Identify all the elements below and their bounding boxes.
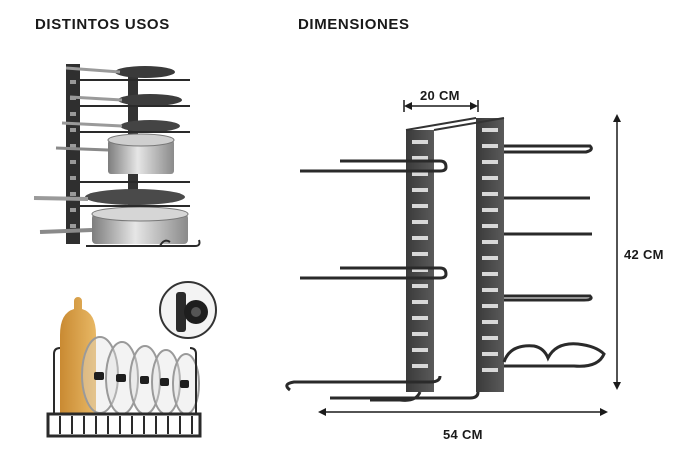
length-dimension-label: 54 CM (443, 427, 483, 442)
width-dimension-label: 20 CM (420, 88, 460, 103)
rack-dimensions-image (285, 100, 621, 416)
rack-with-pans-image (33, 64, 201, 247)
lid-holder-image (46, 281, 217, 438)
section-heading-dimensions: DIMENSIONES (298, 16, 410, 33)
height-dimension-label: 42 CM (624, 247, 664, 262)
section-heading-uses: DISTINTOS USOS (35, 16, 170, 33)
